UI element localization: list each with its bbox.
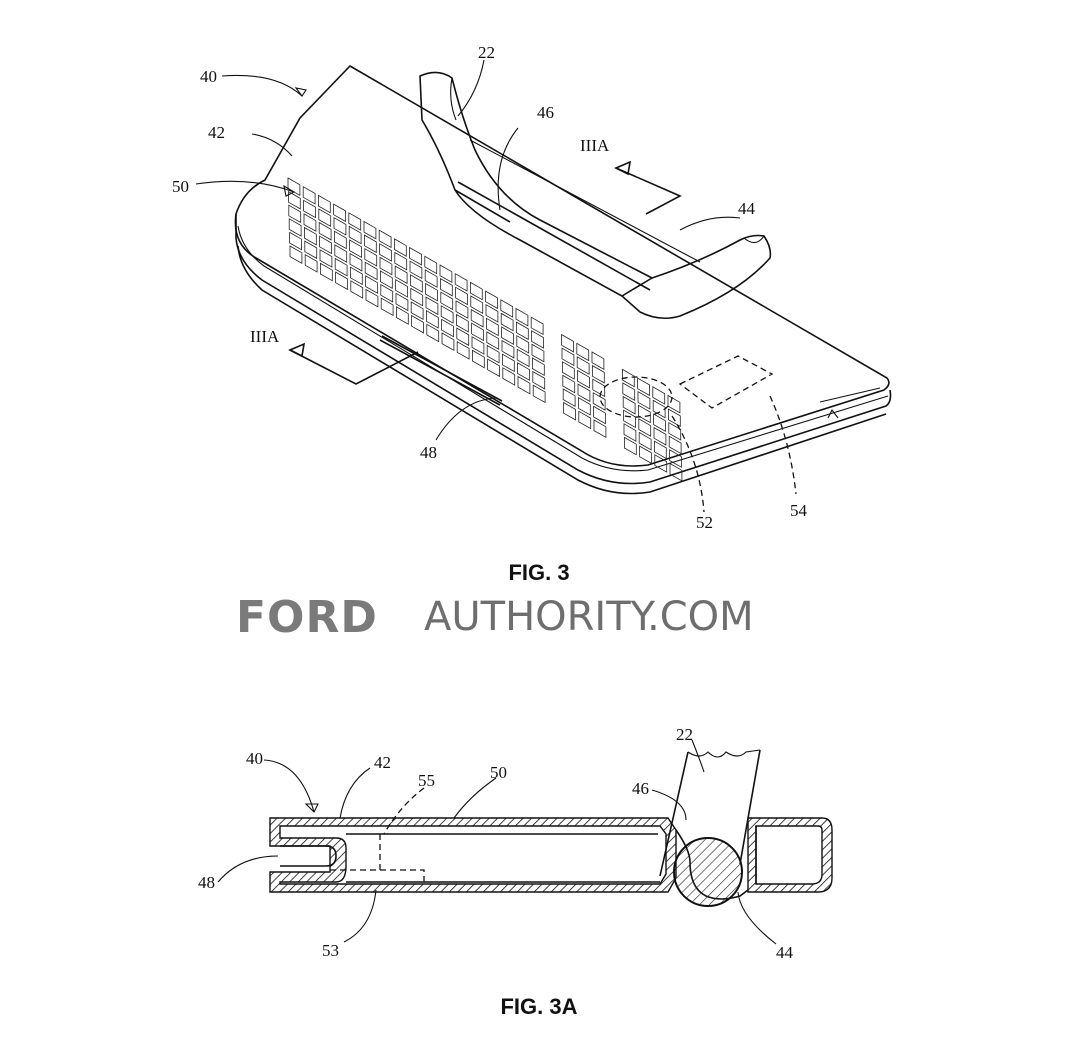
right-tube bbox=[748, 818, 832, 892]
leader-50-3a bbox=[454, 778, 496, 818]
label-50: 50 bbox=[172, 177, 189, 196]
arrow-50 bbox=[284, 186, 294, 196]
watermark-domain: AUTHORITY.COM bbox=[424, 594, 754, 640]
section-line-top bbox=[616, 168, 680, 214]
slot-48-u bbox=[280, 846, 336, 866]
channel-46 bbox=[455, 182, 652, 296]
leader-48-3a bbox=[218, 856, 278, 882]
leader-40 bbox=[222, 75, 302, 96]
leader-44 bbox=[680, 217, 740, 230]
label-44-3a: 44 bbox=[776, 943, 794, 962]
section-mark-top: IIIA bbox=[580, 136, 610, 155]
section-line-bottom bbox=[290, 350, 418, 384]
fig3-caption: FIG. 3 bbox=[508, 560, 569, 585]
label-53-3a: 53 bbox=[322, 941, 339, 960]
leader-22 bbox=[458, 60, 484, 116]
label-22-3a: 22 bbox=[676, 725, 693, 744]
label-46-3a: 46 bbox=[632, 779, 649, 798]
label-52: 52 bbox=[696, 513, 713, 532]
leader-44-3a bbox=[738, 892, 776, 944]
section-wall-hatched bbox=[270, 818, 676, 892]
label-48-3a: 48 bbox=[198, 873, 215, 892]
section-mark-bottom: IIIA bbox=[250, 327, 280, 346]
leader-48 bbox=[436, 398, 496, 440]
leader-55-3a bbox=[384, 788, 424, 834]
touch-pad-54 bbox=[680, 356, 772, 408]
label-42-3a: 42 bbox=[374, 753, 391, 772]
label-50-3a: 50 bbox=[490, 763, 507, 782]
leader-42-3a bbox=[340, 768, 370, 818]
label-22: 22 bbox=[478, 43, 495, 62]
label-40-3a: 40 bbox=[246, 749, 263, 768]
section-arrow-bottom bbox=[290, 344, 304, 356]
label-46: 46 bbox=[537, 103, 554, 122]
cavity-outline bbox=[346, 834, 660, 882]
watermark-brand: FORD bbox=[236, 592, 378, 643]
strap-22-44 bbox=[420, 72, 770, 318]
fig3a-drawing: 40 42 55 50 22 46 48 53 44 FIG. 3A bbox=[198, 725, 832, 1019]
tray-top-surface bbox=[235, 66, 888, 466]
end-slot bbox=[820, 388, 880, 418]
section-arrow-top bbox=[616, 162, 630, 174]
leader-50 bbox=[196, 181, 294, 192]
label-54: 54 bbox=[790, 501, 808, 520]
leader-42 bbox=[252, 134, 292, 156]
label-42: 42 bbox=[208, 123, 225, 142]
keyboard-grid-50 bbox=[288, 178, 682, 481]
label-40: 40 bbox=[200, 67, 217, 86]
leader-53-3a bbox=[344, 890, 376, 942]
label-44: 44 bbox=[738, 199, 756, 218]
leader-52 bbox=[672, 416, 704, 512]
label-55-3a: 55 bbox=[418, 771, 435, 790]
sensor-zone-52 bbox=[600, 377, 672, 417]
leader-46-3a bbox=[652, 790, 686, 820]
label-48: 48 bbox=[420, 443, 437, 462]
rod-44 bbox=[674, 838, 742, 906]
fig3a-caption: FIG. 3A bbox=[500, 994, 577, 1019]
fig3-drawing: 40 42 50 22 46 44 48 52 54 IIIA IIIA FIG… bbox=[172, 43, 891, 585]
watermark: FORD AUTHORITY.COM bbox=[236, 592, 754, 643]
